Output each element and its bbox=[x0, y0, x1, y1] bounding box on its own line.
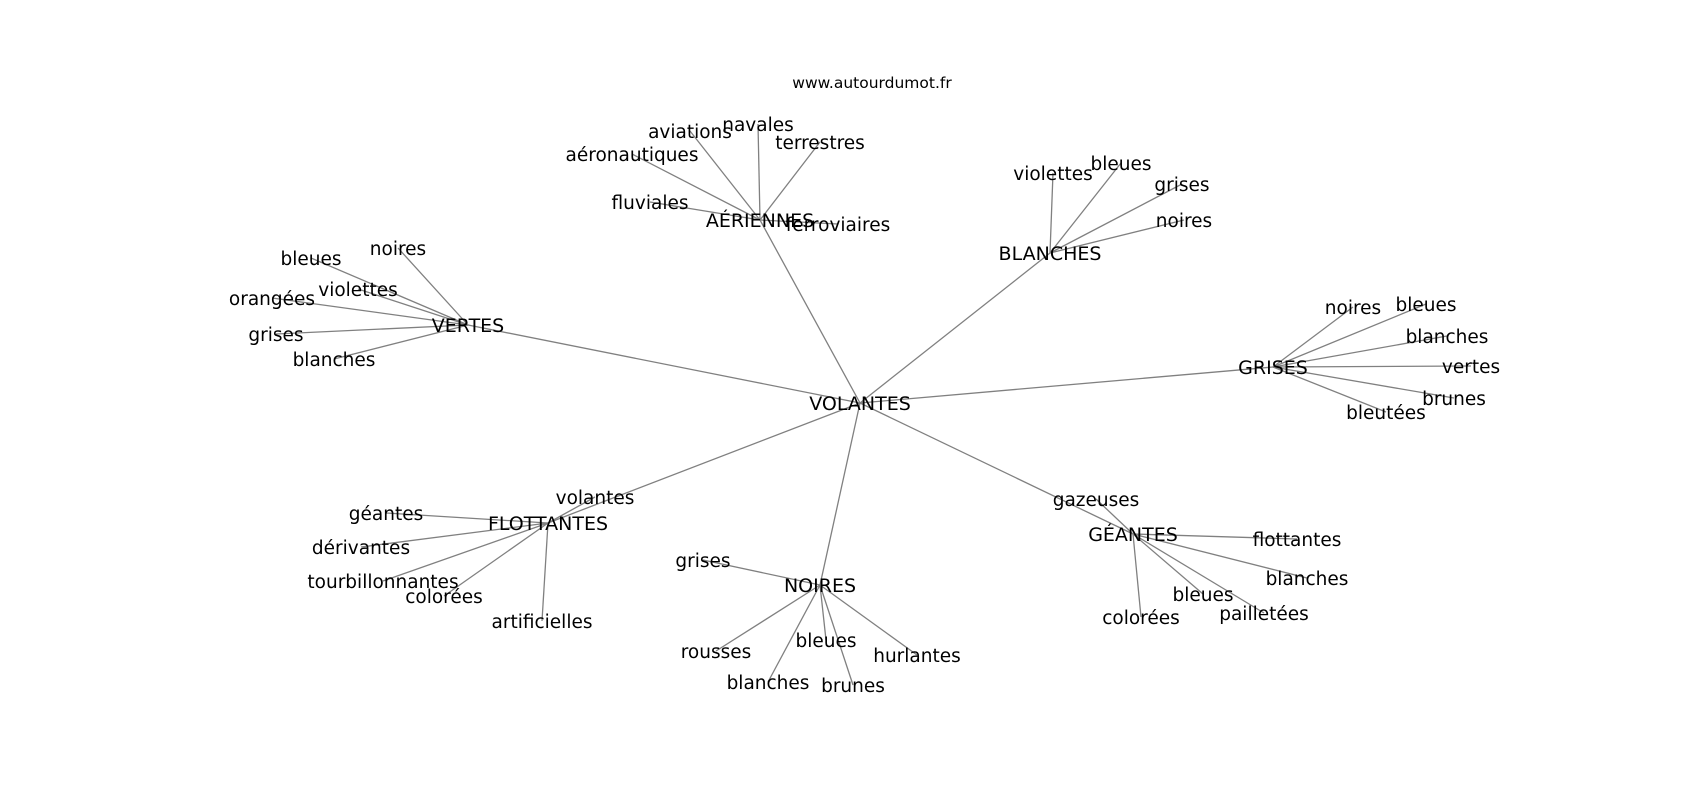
edge-root-vertes bbox=[467, 324, 861, 404]
edge-grises-leaf bbox=[1272, 306, 1354, 368]
leaf-node: grises bbox=[1154, 175, 1209, 196]
edge-aeriennes-leaf bbox=[631, 153, 761, 221]
leaf-node: bleues bbox=[280, 249, 341, 270]
leaf-node: flottantes bbox=[1253, 530, 1342, 551]
edge-noires-leaf bbox=[767, 584, 821, 683]
edge-grises-leaf bbox=[1272, 365, 1472, 368]
edge-aeriennes-leaf bbox=[649, 201, 761, 221]
edge-noires-leaf bbox=[819, 584, 827, 641]
leaf-node: aviations bbox=[648, 122, 732, 143]
leaf-node: dérivantes bbox=[312, 538, 410, 559]
edge-vertes-leaf bbox=[271, 297, 469, 326]
leaf-node: noires bbox=[1325, 298, 1381, 319]
edge-root-grises bbox=[859, 366, 1274, 404]
leaf-node: géantes bbox=[349, 504, 423, 525]
leaf-node: hurlantes bbox=[873, 646, 961, 667]
edge-aeriennes-leaf bbox=[757, 123, 761, 221]
cluster-node-vertes: VERTES bbox=[432, 315, 505, 337]
leaf-node: vertes bbox=[1442, 357, 1500, 378]
edge-noires-leaf bbox=[819, 584, 918, 656]
leaf-node: volantes bbox=[556, 488, 635, 509]
edge-blanches-leaf bbox=[1049, 183, 1183, 254]
edge-grises-leaf bbox=[1272, 303, 1427, 368]
edge-geantes-leaf bbox=[1095, 498, 1134, 535]
edge-grises-leaf bbox=[1272, 366, 1387, 413]
edge-geantes-leaf bbox=[1132, 533, 1308, 579]
edge-flottantes-leaf bbox=[547, 496, 596, 524]
leaf-node: brunes bbox=[1422, 389, 1486, 410]
site-credit: www.autourdumot.fr bbox=[792, 74, 952, 92]
edge-root-noires bbox=[819, 402, 861, 586]
edge-vertes-leaf bbox=[310, 257, 469, 326]
edge-geantes-leaf bbox=[1132, 533, 1142, 618]
edge-flottantes-leaf bbox=[382, 522, 549, 582]
leaf-node: ferroviaires bbox=[786, 215, 890, 236]
edge-aeriennes-leaf bbox=[689, 130, 761, 221]
edge-root-aeriennes bbox=[759, 219, 861, 404]
leaf-node: noires bbox=[1156, 211, 1212, 232]
edge-blanches-leaf bbox=[1049, 172, 1054, 254]
leaf-node: bleues bbox=[1090, 154, 1151, 175]
edge-aeriennes-leaf bbox=[759, 141, 821, 221]
leaf-node: violettes bbox=[318, 280, 397, 301]
edge-vertes-leaf bbox=[357, 288, 469, 326]
edge-vertes-leaf bbox=[333, 324, 469, 360]
edge-flottantes-leaf bbox=[360, 522, 549, 548]
edge-flottantes-leaf bbox=[385, 512, 549, 524]
cluster-node-geantes: GÉANTES bbox=[1088, 523, 1178, 546]
leaf-node: colorées bbox=[405, 587, 483, 608]
leaf-node: fluviales bbox=[612, 193, 689, 214]
edge-blanches-leaf bbox=[1049, 219, 1185, 254]
cluster-node-blanches: BLANCHES bbox=[999, 243, 1102, 265]
leaf-node: grises bbox=[248, 325, 303, 346]
leaf-node: bleues bbox=[1172, 585, 1233, 606]
edge-grises-leaf bbox=[1272, 366, 1455, 399]
edge-noires-leaf bbox=[715, 584, 821, 652]
edge-root-flottantes bbox=[547, 402, 861, 524]
edge-vertes-leaf bbox=[275, 324, 469, 335]
leaf-node: bleutées bbox=[1346, 403, 1426, 424]
leaf-node: tourbillonnantes bbox=[307, 572, 458, 593]
leaf-node: gazeuses bbox=[1053, 490, 1140, 511]
cluster-node-flottantes: FLOTTANTES bbox=[488, 513, 608, 535]
edge-flottantes-leaf bbox=[443, 522, 549, 597]
leaf-node: blanches bbox=[293, 350, 376, 371]
graph-edges bbox=[271, 123, 1472, 686]
leaf-node: orangées bbox=[229, 289, 315, 310]
edge-root-geantes bbox=[859, 402, 1134, 535]
leaf-node: artificielles bbox=[492, 612, 593, 633]
edge-geantes-leaf bbox=[1132, 533, 1265, 614]
leaf-node: blanches bbox=[1406, 327, 1489, 348]
edge-noires-leaf bbox=[819, 584, 854, 686]
edge-noires-leaf bbox=[702, 559, 821, 586]
leaf-node: rousses bbox=[681, 642, 752, 663]
leaf-node: brunes bbox=[821, 676, 885, 697]
leaf-node: navales bbox=[722, 115, 794, 136]
edge-vertes-leaf bbox=[397, 247, 469, 326]
leaf-node: bleues bbox=[795, 631, 856, 652]
leaf-node: grises bbox=[675, 551, 730, 572]
edge-aeriennes-leaf bbox=[759, 219, 839, 225]
leaf-node: violettes bbox=[1013, 164, 1092, 185]
leaf-node: terrestres bbox=[775, 133, 865, 154]
edge-flottantes-leaf bbox=[541, 522, 549, 622]
cluster-node-noires: NOIRES bbox=[784, 575, 856, 597]
cluster-node-grises: GRISES bbox=[1238, 357, 1308, 379]
edge-grises-leaf bbox=[1272, 335, 1448, 368]
edge-geantes-leaf bbox=[1132, 533, 1298, 540]
edge-root-blanches bbox=[859, 252, 1051, 404]
cluster-node-aeriennes: AÉRIENNES bbox=[706, 209, 814, 232]
leaf-node: blanches bbox=[727, 673, 810, 694]
leaf-node: bleues bbox=[1395, 295, 1456, 316]
graph-labels: VOLANTES AÉRIENNES aviationsnavalesterrest… bbox=[229, 115, 1500, 697]
leaf-node: noires bbox=[370, 239, 426, 260]
root-node-label: VOLANTES bbox=[809, 393, 911, 415]
edge-geantes-leaf bbox=[1132, 533, 1204, 595]
edge-blanches-leaf bbox=[1049, 162, 1122, 254]
leaf-node: aéronautiques bbox=[566, 145, 699, 166]
leaf-node: blanches bbox=[1266, 569, 1349, 590]
leaf-node: colorées bbox=[1102, 608, 1180, 629]
leaf-node: pailletées bbox=[1219, 604, 1309, 625]
